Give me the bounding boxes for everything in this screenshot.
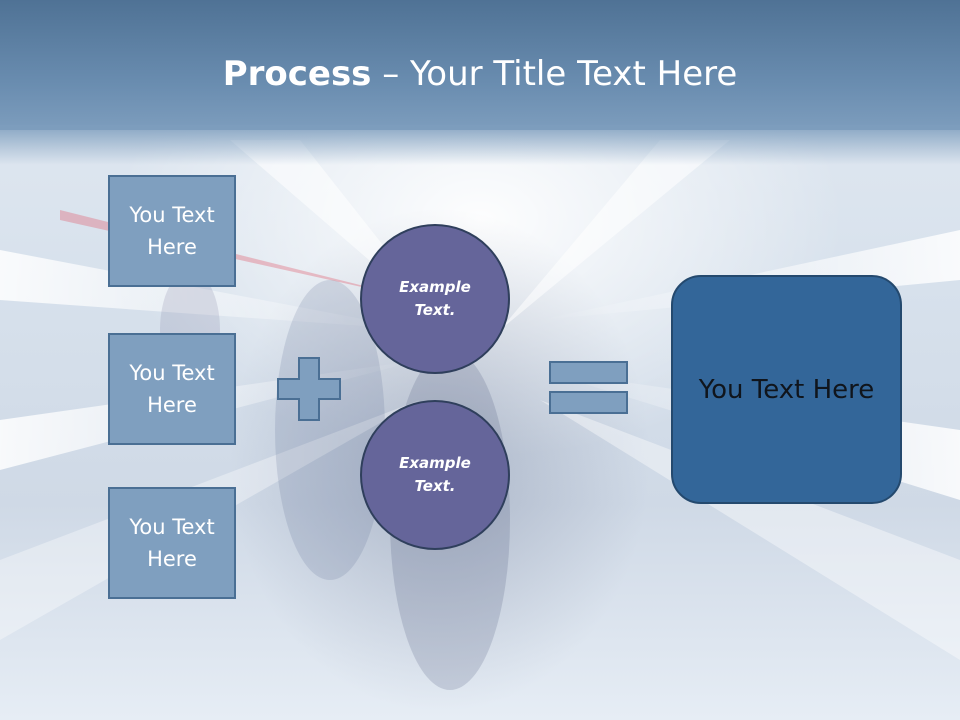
text-box-1: You Text Here [108,175,236,287]
title-bar [0,0,960,130]
text-box-2: You Text Here [108,333,236,445]
plus-icon [277,357,341,421]
equals-icon [549,361,628,414]
text-box-3: You Text Here [108,487,236,599]
title-bar-fade [0,125,960,165]
example-circle-2: Example Text. [360,400,510,550]
title-rest: – Your Title Text Here [371,54,738,94]
title-bold: Process [222,54,372,94]
result-box: You Text Here [671,275,902,504]
example-circle-1: Example Text. [360,224,510,374]
slide-title: Process – Your Title Text Here [0,52,960,96]
